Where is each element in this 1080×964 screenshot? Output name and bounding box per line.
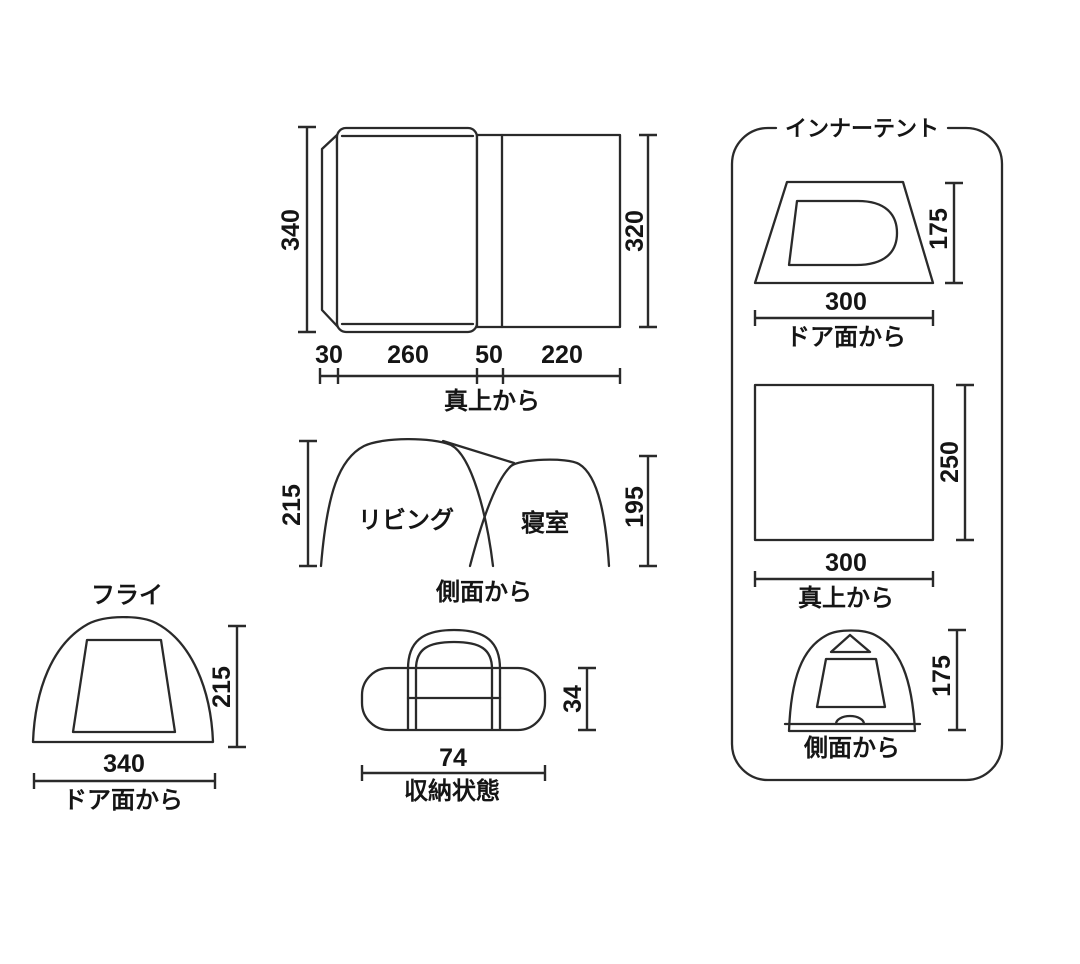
inner-tent-panel: インナーテント 175 300 ドア面から 250 300 真上から	[730, 116, 1004, 782]
side-view-living-dome	[319, 437, 495, 568]
inner-top-height-value: 250	[936, 441, 964, 483]
side-view-connector-line	[441, 439, 516, 465]
dimension-line-34	[578, 666, 596, 732]
inner-tent-border	[730, 126, 1004, 782]
side-view-height-left-value: 215	[278, 484, 306, 526]
inner-tent-top-view: 250 300 真上から	[753, 383, 974, 612]
storage-height-value: 34	[559, 685, 587, 713]
top-view-width-50: 50	[475, 341, 503, 369]
inner-tent-title: インナーテント	[785, 116, 939, 141]
dimension-line-215-side	[299, 439, 317, 568]
inner-door-opening	[787, 199, 899, 267]
inner-side-vent-arc	[834, 714, 866, 726]
storage-width-value: 74	[439, 744, 467, 772]
living-room-label: リビング	[358, 507, 454, 534]
inner-door-height-value: 175	[925, 208, 953, 250]
inner-side-height-value: 175	[928, 655, 956, 697]
dimension-line-175-door	[945, 181, 963, 285]
inner-tent-door-view: 175 300 ドア面から	[753, 180, 963, 351]
inner-tent-side-view: 175 側面から	[783, 628, 966, 762]
inner-top-view-body	[753, 383, 935, 542]
dimension-line-320	[639, 133, 657, 329]
side-view-caption: 側面から	[435, 579, 532, 606]
top-view-living-footprint	[335, 126, 479, 334]
dimension-line-215-fly	[228, 624, 246, 749]
dimension-line-300-top	[753, 571, 935, 587]
top-view-caption: 真上から	[444, 387, 540, 415]
inner-door-width-value: 300	[825, 288, 867, 316]
storage-bag-handle-outer	[406, 628, 502, 731]
inner-top-caption: 真上から	[798, 584, 894, 612]
fly-width-value: 340	[103, 750, 145, 778]
top-view-width-220: 220	[541, 341, 583, 369]
top-view-height-right-value: 320	[621, 210, 649, 252]
dimension-line-300-door	[753, 310, 935, 326]
main-tent-top-view: 340 320 30 260 50 220 真上から	[277, 125, 657, 415]
top-view-width-260: 260	[387, 341, 429, 369]
storage-view: 34 74 収納状態	[360, 628, 596, 805]
fly-title: フライ	[91, 582, 163, 609]
dimension-line-195	[639, 454, 657, 568]
storage-caption: 収納状態	[404, 777, 500, 805]
inner-top-width-value: 300	[825, 549, 867, 577]
dimension-line-widths	[318, 368, 622, 384]
inner-door-caption: ドア面から	[786, 324, 906, 351]
dimension-line-340	[298, 125, 316, 334]
inner-side-window	[815, 657, 887, 709]
bedroom-label: 寝室	[521, 509, 569, 537]
dimension-line-74	[360, 765, 547, 781]
top-view-width-30: 30	[315, 341, 343, 369]
main-tent-side-view: リビング 寝室 215 195 側面から	[278, 437, 657, 606]
fly-door	[71, 638, 177, 734]
fly-caption: ドア面から	[63, 787, 183, 814]
top-view-height-left-value: 340	[277, 209, 305, 251]
dimension-line-175-side	[948, 628, 966, 732]
dimension-line-250	[956, 383, 974, 542]
side-view-bedroom-dome	[468, 458, 611, 568]
fly-view: フライ 215 340 ドア面から	[31, 582, 246, 814]
top-view-porch-tab	[320, 133, 340, 329]
inner-side-vent-triangle	[829, 633, 872, 654]
inner-side-caption: 側面から	[803, 735, 900, 762]
storage-bag-handle-inner	[414, 640, 494, 731]
dimension-line-340-fly	[32, 773, 217, 789]
top-view-bedroom-footprint	[475, 133, 622, 329]
side-view-height-right-value: 195	[621, 486, 649, 528]
fly-height-value: 215	[208, 666, 236, 708]
